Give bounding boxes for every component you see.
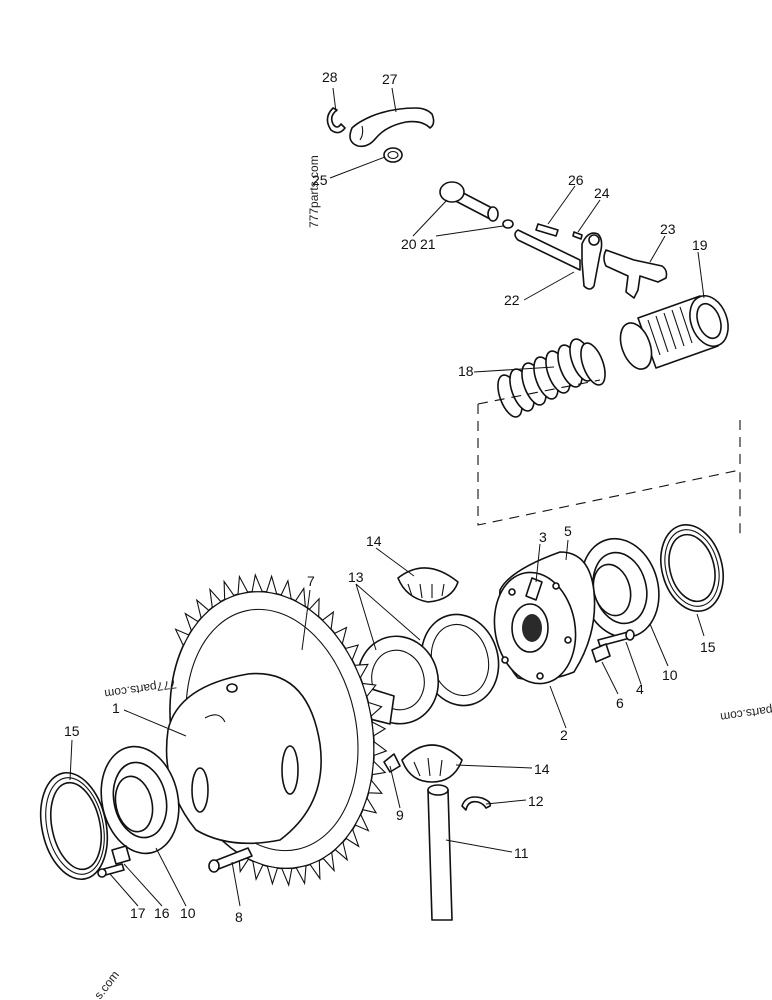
crown-wheel-tooth: [280, 867, 293, 888]
part-14-pinion-top: [397, 567, 459, 603]
callout-4: 4: [636, 681, 644, 697]
part-27-lever: [349, 107, 435, 148]
crown-wheel-tooth: [265, 574, 278, 595]
callout-20: 20: [401, 236, 417, 252]
crown-wheel-tooth: [371, 721, 387, 737]
crown-wheel-tooth: [174, 628, 190, 647]
part-5-case-half: [493, 551, 596, 685]
crown-wheel-tooth: [280, 579, 292, 600]
crown-wheel-tooth: [344, 644, 360, 662]
callout-17: 17: [130, 905, 146, 921]
part-1-case: [165, 672, 322, 845]
part-12-circlip: [461, 796, 492, 811]
callout-18: 18: [458, 363, 474, 379]
callout-24: 24: [594, 185, 610, 201]
part-21-ring: [502, 219, 514, 229]
callout-6: 6: [616, 695, 624, 711]
crown-wheel-tooth: [266, 865, 279, 886]
callout-10-left: 10: [180, 905, 196, 921]
crown-wheel-tooth: [367, 778, 383, 794]
watermark-right: parts.com: [719, 703, 772, 724]
callout-22: 22: [504, 292, 520, 308]
callout-1: 1: [112, 700, 120, 716]
callout-7: 7: [307, 573, 315, 589]
part-16-lock: [111, 845, 131, 865]
part-13-side-gear: [356, 613, 500, 725]
crown-wheel-tooth: [223, 579, 235, 601]
part-26-pin: [535, 223, 559, 237]
part-10-right-bearing: [580, 537, 660, 639]
part-6-lockplate: [591, 643, 611, 663]
crown-wheel-tooth: [373, 740, 388, 757]
crown-wheel-tooth: [237, 574, 249, 595]
part-15-right-ring: [660, 523, 724, 613]
part-11-cross-shaft: [427, 784, 453, 921]
callout-12: 12: [528, 793, 544, 809]
crown-wheel-tooth: [353, 663, 369, 680]
part-28-clip: [326, 107, 346, 134]
callout-25: 25: [312, 172, 328, 188]
part-22-shaft: [514, 229, 603, 290]
crown-wheel-tooth: [334, 840, 349, 862]
callout-15-right: 15: [700, 639, 716, 655]
callout-26: 26: [568, 172, 584, 188]
crown-wheel-tooth: [367, 701, 383, 718]
crown-wheel-tooth: [184, 612, 199, 632]
part-8-pin: [208, 847, 253, 873]
callout-9: 9: [396, 807, 404, 823]
part-20-pin: [439, 181, 499, 222]
crown-wheel-tooth: [354, 813, 370, 832]
watermark-left: 777parts.com: [104, 677, 178, 701]
crown-wheel-tooth: [345, 828, 360, 848]
callout-11: 11: [514, 845, 529, 861]
callout-23: 23: [660, 221, 676, 237]
part-24-pin: [572, 231, 583, 240]
crown-wheel-tooth: [362, 796, 378, 814]
part-18-spring: [497, 338, 606, 418]
part-23-fork: [603, 249, 668, 299]
crown-wheel-tooth: [251, 572, 264, 593]
callout-15-left: 15: [64, 723, 80, 739]
crown-wheel-tooth: [371, 760, 387, 776]
watermark-bottom: s.com: [91, 968, 122, 1000]
crown-wheel-tooth: [333, 626, 348, 646]
callout-13: 13: [348, 569, 364, 585]
part-10-left-bearing: [100, 745, 180, 855]
watermark-top: 777parts.com: [307, 155, 321, 228]
part-3-pin: [525, 577, 543, 601]
crown-wheel-tooth: [294, 586, 306, 608]
callout-27: 27: [382, 71, 398, 87]
callout-16: 16: [154, 905, 170, 921]
crown-wheel-tooth: [321, 610, 335, 631]
crown-wheel-tooth: [252, 860, 264, 881]
dashed-guide: [477, 379, 741, 540]
crown-wheel-tooth: [209, 587, 222, 609]
callout-2: 2: [560, 727, 568, 743]
callout-14-top: 14: [366, 533, 382, 549]
callout-8: 8: [235, 909, 243, 925]
part-15-left-ring: [39, 771, 109, 881]
callout-21: 21: [420, 236, 436, 252]
callout-19: 19: [692, 237, 708, 253]
part-25-ring: [383, 147, 403, 163]
callout-14-bottom: 14: [534, 761, 550, 777]
crown-wheel-tooth: [309, 859, 321, 881]
crown-wheel-tooth: [322, 851, 335, 873]
part-19-sleeve: [619, 295, 729, 370]
crown-wheel-tooth: [295, 865, 307, 886]
part-4-bolt: [597, 629, 635, 647]
part-17-bolt: [97, 863, 125, 878]
callouts: 28 27 25 20 21 26 24 23 19 22 18 14 3 5 …: [64, 69, 716, 925]
part-14-pinion-bottom: [401, 744, 463, 783]
crown-wheel-tooth: [308, 597, 320, 618]
callout-10-right: 10: [662, 667, 678, 683]
crown-wheel-tooth: [361, 682, 377, 698]
part-9-block: [383, 753, 401, 773]
leader-lines: [69, 87, 705, 907]
callout-28: 28: [322, 69, 338, 85]
callout-3: 3: [539, 529, 547, 545]
crown-wheel-tooth: [195, 598, 210, 620]
callout-5: 5: [564, 523, 572, 539]
